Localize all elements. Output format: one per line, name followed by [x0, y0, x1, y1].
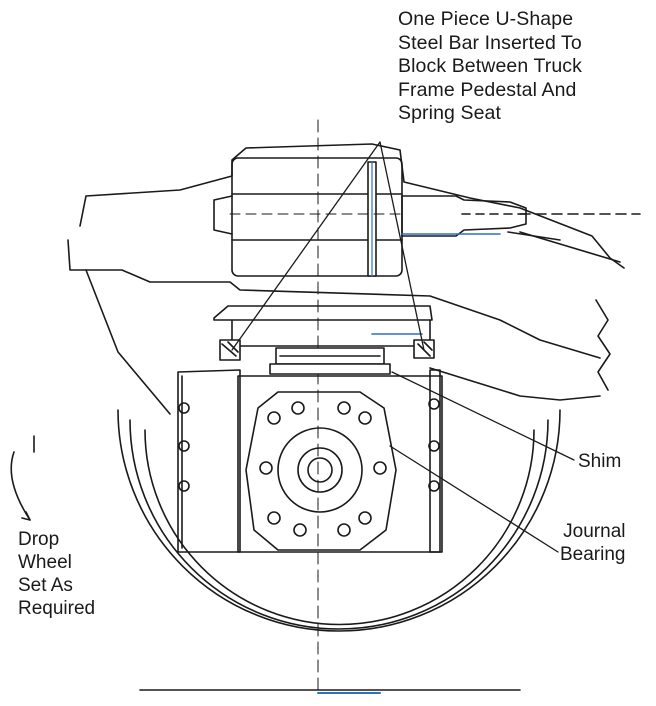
leader-to-left-bar [231, 141, 381, 351]
axle-end-outer [277, 427, 363, 513]
callout-drop-wheel: Drop Wheel Set As Required [18, 529, 96, 619]
callout-shim: Shim [578, 451, 622, 472]
callout-u-shape-bar: One Piece U-Shape Steel Bar Inserted To … [398, 8, 582, 124]
frame-lower-edge [67, 239, 601, 359]
frame-bottom-right [429, 367, 601, 401]
drop-indicator [10, 435, 35, 521]
spring-seat [213, 305, 435, 375]
bearing-cover [245, 391, 397, 551]
callout-journal-bearing: Journal Bearing [560, 521, 626, 565]
leader-to-right-bar [379, 141, 425, 351]
leader-lines [231, 141, 575, 553]
journal-box [177, 369, 443, 553]
wheel [117, 409, 561, 694]
wheel-inner-rim [129, 419, 549, 630]
leader-to-journal [389, 445, 559, 553]
wheel-flange [144, 429, 535, 626]
frame-skirt-left [85, 269, 171, 415]
truck-frame [67, 119, 641, 691]
frame-outline [79, 143, 625, 269]
journal-box-body [237, 375, 443, 553]
journal-box-outline [177, 369, 241, 553]
leader-to-shim [391, 371, 575, 461]
spring-seat-plate [213, 305, 433, 321]
axle-end-inner [297, 447, 343, 493]
wheel-outer-rim [117, 409, 561, 632]
end-fitting [401, 195, 527, 237]
frame-break-line [595, 299, 611, 391]
